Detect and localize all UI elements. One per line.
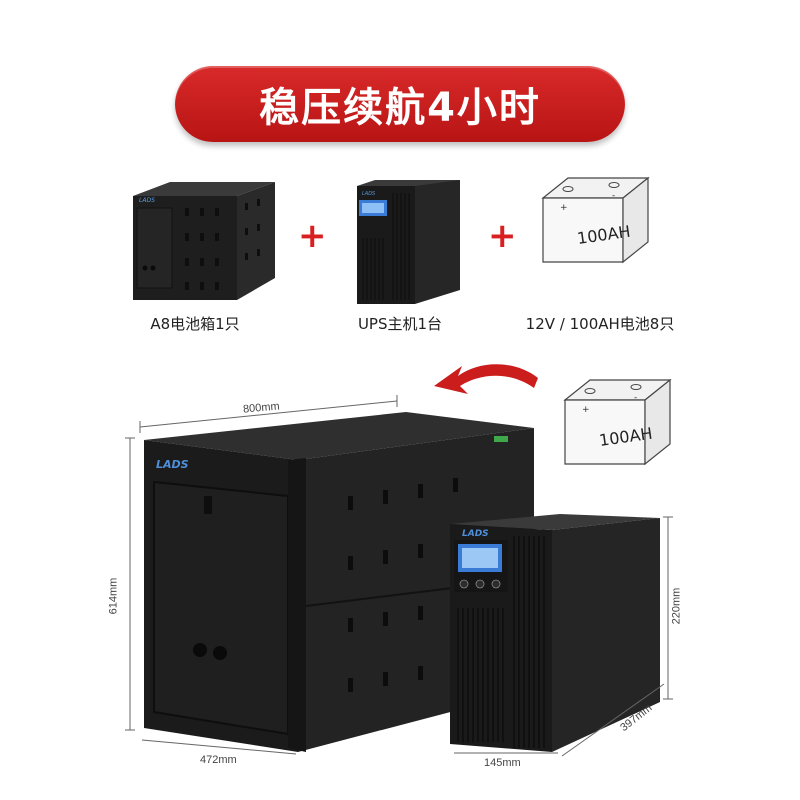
dimension-line-ups-depth bbox=[561, 683, 665, 757]
dim-ups-width: 145mm bbox=[484, 757, 521, 769]
dimension-line-height bbox=[125, 437, 135, 731]
dim-box-depth: 472mm bbox=[200, 754, 237, 766]
dimension-line-depth bbox=[141, 739, 297, 755]
svg-text:+: + bbox=[582, 405, 590, 415]
arrow-left-icon bbox=[434, 364, 538, 394]
brand-logo-ups: LADS bbox=[462, 529, 489, 539]
svg-text:-: - bbox=[612, 191, 615, 201]
dimension-line-width bbox=[139, 395, 398, 433]
ups-host-large: LADS bbox=[450, 514, 660, 752]
svg-text:-: - bbox=[634, 393, 637, 403]
plus-icon-2: + bbox=[488, 216, 517, 256]
svg-text:LADS: LADS bbox=[362, 191, 376, 197]
battery-icon-top: + - 100AH bbox=[541, 176, 650, 264]
title-banner: 稳压续航4小时 bbox=[175, 66, 625, 142]
brand-logo-cabinet: LADS bbox=[156, 458, 189, 471]
ups-host-image: LADS bbox=[357, 180, 460, 304]
dimension-line-ups-height bbox=[663, 516, 673, 700]
ups-host-caption: UPS主机1台 bbox=[357, 315, 443, 333]
dimension-line-ups-width bbox=[454, 752, 558, 754]
battery-box-image: LADS bbox=[133, 182, 275, 300]
plus-icon-1: + bbox=[298, 216, 327, 256]
dim-ups-height: 220mm bbox=[670, 587, 683, 625]
svg-text:+: + bbox=[560, 203, 568, 213]
battery-box-caption: A8电池箱1只 bbox=[150, 315, 240, 333]
banner-title: 稳压续航4小时 bbox=[259, 85, 541, 131]
battery-caption: 12V / 100AH电池8只 bbox=[525, 315, 675, 333]
dim-box-height: 614mm bbox=[107, 577, 120, 615]
svg-text:LADS: LADS bbox=[139, 197, 155, 204]
battery-icon-large: + - 100AH bbox=[563, 378, 672, 466]
